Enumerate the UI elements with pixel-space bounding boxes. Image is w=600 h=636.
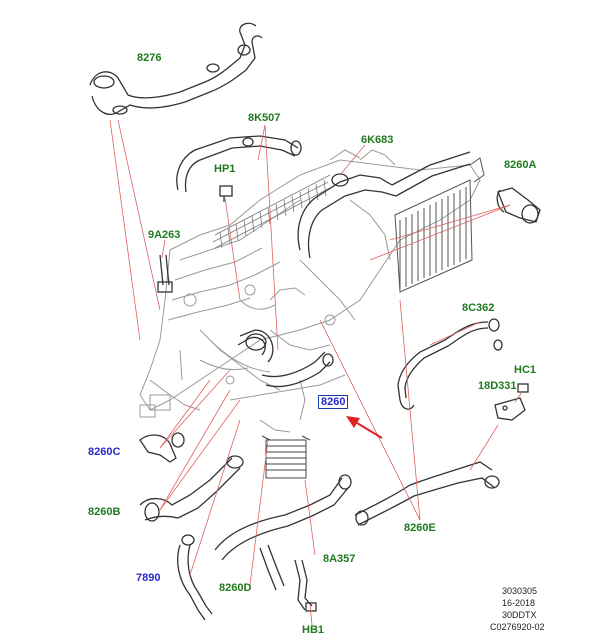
oil-cooler [261,435,311,479]
footer-ref-number: 3030305 [502,586,538,596]
label-8276[interactable]: 8276 [137,52,162,64]
label-8A357[interactable]: 8A357 [323,553,356,565]
cooler-block [394,157,485,293]
label-8260C[interactable]: 8260C [88,446,121,458]
footer-code: 30DDTX [502,610,537,620]
label-8260A[interactable]: 8260A [504,159,537,171]
label-8260B[interactable]: 8260B [88,506,121,518]
label-8K507[interactable]: 8K507 [248,112,281,124]
engine-assembly-ghost [139,149,481,433]
label-8260E[interactable]: 8260E [404,522,436,534]
label-18D331[interactable]: 18D331 [478,380,517,392]
label-HC1[interactable]: HC1 [514,364,537,376]
footer-drawing-id: C0276920-02 [490,622,545,632]
radiator-core [212,174,331,249]
hoses [89,22,541,621]
pointer-arrow [346,416,383,439]
leader-lines [109,119,523,626]
label-HP1[interactable]: HP1 [214,163,236,175]
label-6K683[interactable]: 6K683 [361,134,394,146]
label-7890[interactable]: 7890 [136,572,161,584]
label-8260D[interactable]: 8260D [219,582,252,594]
footer-date: 16-2018 [502,598,536,608]
label-8C362[interactable]: 8C362 [462,302,495,314]
label-9A263[interactable]: 9A263 [148,229,181,241]
label-HB1[interactable]: HB1 [302,624,325,636]
label-8260-highlighted[interactable]: 8260 [318,395,349,409]
